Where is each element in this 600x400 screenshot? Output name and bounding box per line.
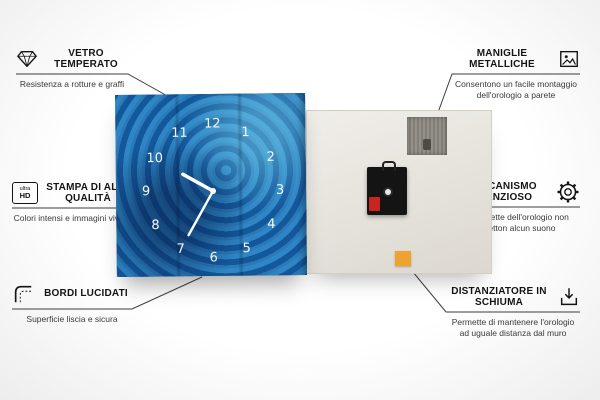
feature-subtitle: Colori intensi e immagini vivide	[13, 213, 131, 223]
feature-stampa-alta-qualita: ultra HD STAMPA DI ALTA QUALITÀ Colori i…	[12, 180, 132, 224]
gear-icon	[556, 180, 580, 204]
feature-subtitle: Superficie liscia e sicura	[26, 314, 118, 324]
ultra-hd-icon-text-bottom: HD	[19, 191, 31, 200]
feature-title: MECCANISMO SILENZIOSO	[465, 180, 537, 204]
clock-back-panel	[306, 110, 492, 274]
feature-title: VETRO TEMPERATO	[54, 47, 118, 71]
feature-distanziatore-schiuma: DISTANZIATORE IN SCHIUMA Permette di man…	[446, 284, 580, 340]
feature-meccanismo-silenzioso: MECCANISMO SILENZIOSO Le lancette dell'o…	[452, 179, 580, 235]
feature-subtitle: Resistenza a rotture e graffi	[19, 79, 125, 89]
feature-maniglie-metalliche: MANIGLIE METALLICHE Consentono un facile…	[452, 46, 580, 102]
mechanism-hook	[382, 161, 396, 171]
feature-title: DISTANZIATORE IN SCHIUMA	[451, 285, 547, 309]
foam-spacer	[395, 251, 411, 266]
feature-title: MANIGLIE METALLICHE	[469, 47, 535, 71]
feature-title: STAMPA DI ALTA QUALITÀ	[46, 181, 130, 205]
feature-vetro-temperato: VETRO TEMPERATO Resistenza a rotture e g…	[16, 46, 128, 90]
mechanism-shaft	[385, 189, 391, 195]
mechanism-red-gear	[369, 197, 380, 211]
clock-mechanism	[367, 161, 407, 215]
picture-frame-icon	[558, 48, 580, 70]
ultra-hd-icon-text-top: ultra	[19, 185, 31, 192]
rounded-corner-icon	[12, 283, 34, 305]
feature-subtitle: Permette di mantenere l'orologio ad ugua…	[451, 317, 575, 339]
feature-title: BORDI LUCIDATI	[44, 288, 128, 300]
hanger-slot	[423, 139, 431, 150]
foam-spacer-icon	[558, 286, 580, 308]
ultra-hd-icon: ultra HD	[12, 182, 38, 204]
clock-hands	[181, 172, 217, 237]
feature-subtitle: Le lancette dell'orologio non emetton al…	[463, 212, 569, 234]
feature-bordi-lucidati: BORDI LUCIDATI Superficie liscia e sicur…	[12, 281, 132, 325]
diamond-icon	[16, 48, 38, 70]
metal-hanger-plate	[407, 117, 447, 155]
clock-front-face: 1 2 3 4 5 6 7 8 9 10 11 12	[115, 93, 307, 277]
feature-subtitle: Consentono un facile montaggio dell'orol…	[455, 79, 577, 101]
